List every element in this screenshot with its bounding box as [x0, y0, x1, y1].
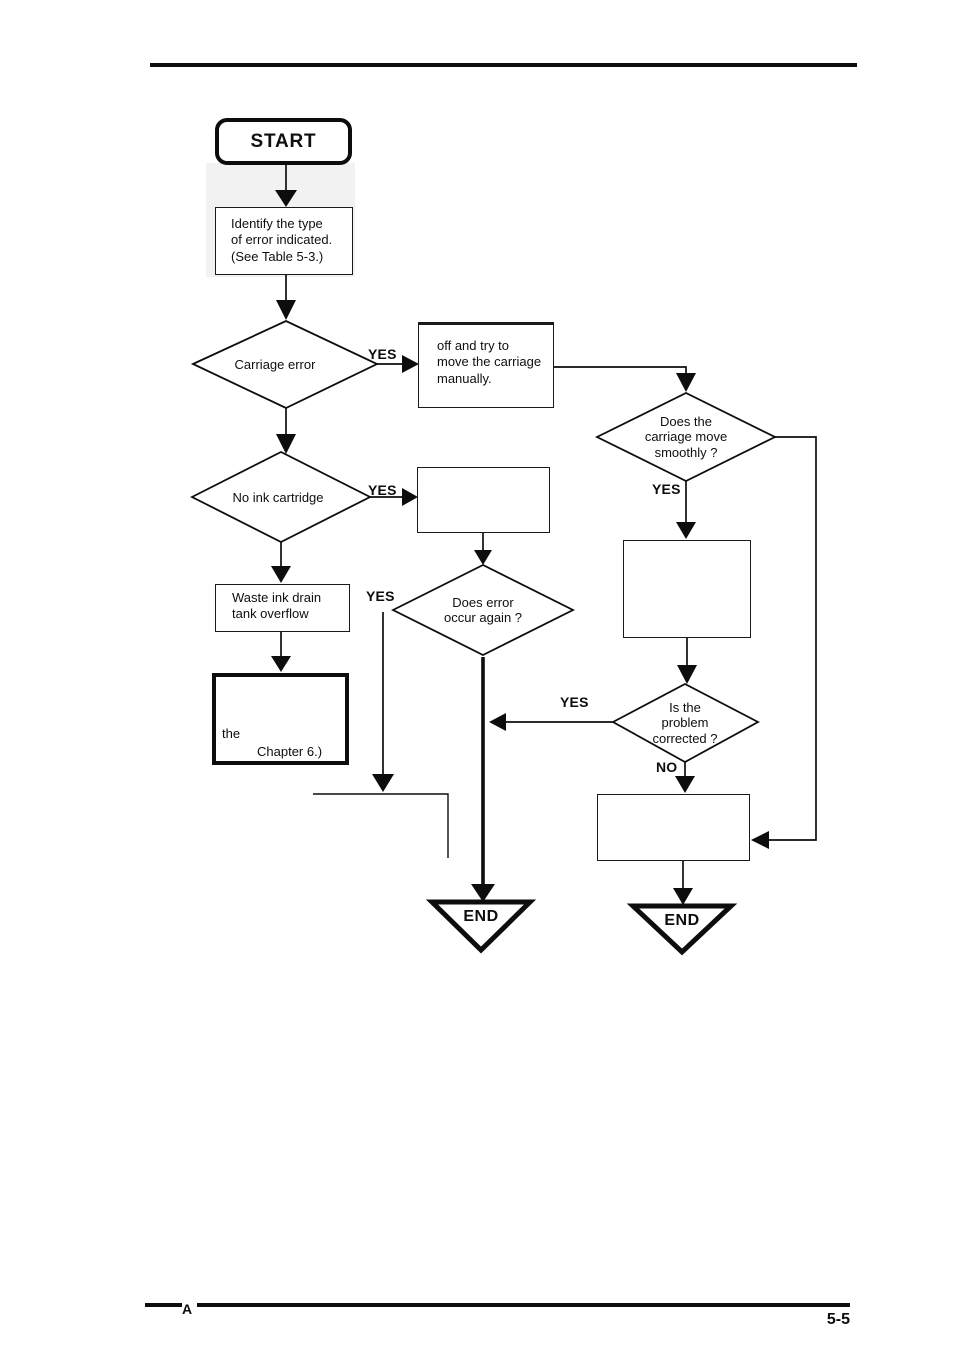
yes-label-no-ink: YES [368, 482, 397, 498]
action-box-empty-3 [597, 794, 750, 861]
waste-ink-box: Waste ink drain tank overflow [215, 584, 350, 632]
action-box-empty-2 [623, 540, 751, 638]
no-label-is-problem: NO [656, 759, 678, 775]
arrowheads [271, 190, 769, 905]
carriage-error-decision [190, 320, 380, 409]
identify-error-box: Identify the type of error indicated. (S… [215, 207, 353, 275]
end-left-label: END [463, 908, 499, 925]
yes-label-waste: YES [366, 588, 395, 604]
replace-tank-text-the: the [222, 726, 241, 741]
replace-tank-text-chapter: Chapter 6.) [257, 744, 323, 759]
no-ink-text: No ink cartridge [232, 490, 324, 505]
carriage-move-decision [594, 391, 778, 483]
end-terminator-right [626, 903, 738, 956]
action-box-empty-1 [417, 467, 550, 533]
is-problem-decision [611, 682, 760, 764]
yes-label-carriage-error: YES [368, 346, 397, 362]
bottom-rule [197, 1303, 850, 1307]
replace-tank-box: the Chapter 6.) [212, 673, 349, 765]
is-problem-text: Is the problem corrected ? [652, 700, 718, 746]
end-right-label: END [664, 912, 700, 929]
footer-marker: A [182, 1301, 193, 1317]
top-rule [150, 63, 857, 67]
yes-label-is-problem: YES [560, 694, 589, 710]
carriage-move-text: Does the carriage move smoothly ? [644, 414, 728, 460]
yes-label-carriage-move: YES [652, 481, 681, 497]
no-ink-decision [190, 450, 372, 544]
power-off-box: off and try to move the carriage manuall… [418, 322, 554, 408]
bottom-rule-left-segment [145, 1303, 182, 1307]
carriage-error-text: Carriage error [234, 357, 316, 372]
start-node: START [215, 118, 352, 165]
page-number: 5-5 [826, 1311, 850, 1328]
end-terminator-left [425, 899, 537, 954]
start-label: START [250, 130, 317, 152]
does-error-text: Does error occur again ? [443, 595, 523, 626]
does-error-decision [390, 563, 576, 657]
